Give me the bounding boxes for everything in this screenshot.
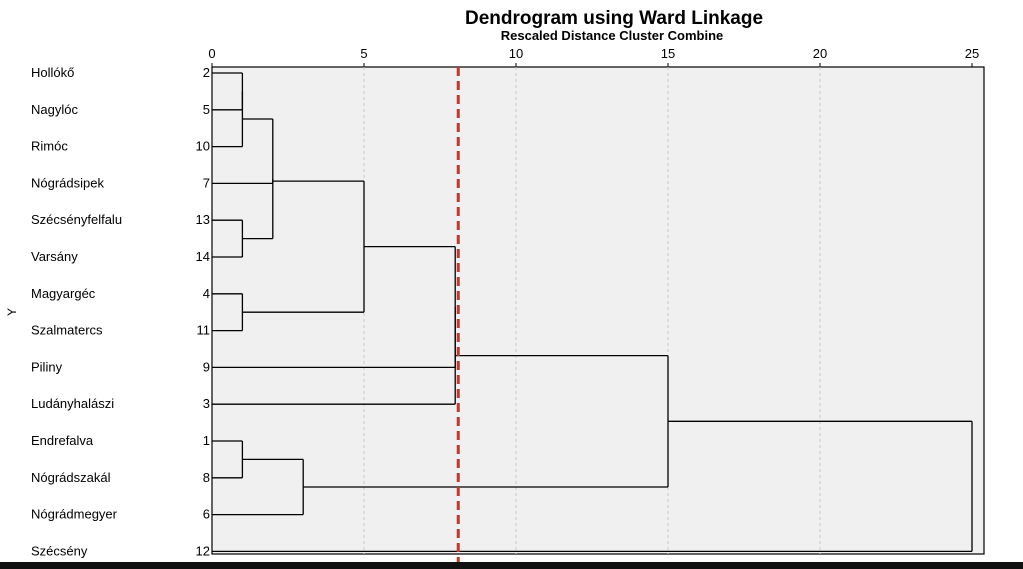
leaf-label: Varsány [31, 249, 78, 264]
x-tick-label: 0 [208, 46, 215, 61]
leaf-number: 10 [196, 139, 210, 154]
leaf-label: Ludányhalászi [31, 396, 114, 411]
chart-subtitle: Rescaled Distance Cluster Combine [501, 28, 724, 43]
x-tick-label: 15 [661, 46, 675, 61]
leaf-number: 6 [203, 507, 210, 522]
leaf-number: 1 [203, 433, 210, 448]
bottom-border-bar [0, 562, 1023, 569]
leaf-number: 13 [196, 212, 210, 227]
leaf-label: Hollókő [31, 65, 74, 80]
leaf-label: Szécsényfelfalu [31, 212, 122, 227]
leaf-number: 12 [196, 543, 210, 558]
x-tick-label: 5 [360, 46, 367, 61]
chart-title: Dendrogram using Ward Linkage [465, 8, 763, 29]
leaf-number: 4 [203, 286, 210, 301]
dendrogram-links [212, 72, 973, 553]
leaf-number: 9 [203, 359, 210, 374]
x-tick-label: 25 [965, 46, 979, 61]
leaf-number: 8 [203, 470, 210, 485]
y-axis-label: Y [5, 308, 19, 316]
leaf-label: Piliny [31, 359, 63, 374]
leaf-label: Szécsény [31, 543, 88, 558]
leaf-number: 11 [197, 323, 211, 338]
leaf-label: Rimóc [31, 139, 68, 154]
leaf-label: Nógrádsipek [31, 175, 104, 190]
leaf-label: Nógrádmegyer [31, 507, 118, 522]
leaf-number: 14 [196, 249, 210, 264]
leaf-label: Szalmatercs [31, 323, 103, 338]
leaf-label: Magyargéc [31, 286, 96, 301]
leaf-label: Endrefalva [31, 433, 94, 448]
leaf-label: Nógrádszakál [31, 470, 111, 485]
leaf-number: 2 [203, 65, 210, 80]
x-tick-label: 10 [509, 46, 523, 61]
leaf-number: 5 [203, 102, 210, 117]
x-axis-ticks: 0 5 10 15 20 25 [208, 46, 979, 67]
leaf-number: 3 [203, 396, 210, 411]
plot-area [211, 66, 985, 555]
leaf-number: 7 [203, 175, 210, 190]
leaf-label: Nagylóc [31, 102, 78, 117]
x-tick-label: 20 [813, 46, 827, 61]
